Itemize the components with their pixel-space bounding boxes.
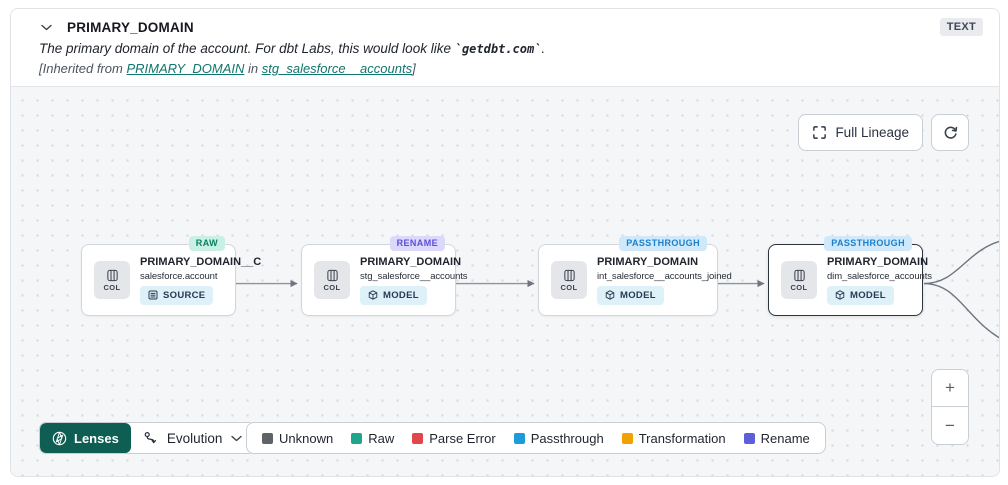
- resource-type-badge: MODEL: [827, 285, 894, 305]
- zoom-in-button[interactable]: +: [932, 370, 968, 407]
- legend-item-unknown: Unknown: [262, 431, 333, 446]
- legend-label: Parse Error: [429, 430, 496, 446]
- column-lineage-panel: PRIMARY_DOMAIN TEXT The primary domain o…: [10, 8, 1000, 477]
- node-model-name: salesforce.account: [140, 270, 218, 282]
- column-description: The primary domain of the account. For d…: [39, 41, 983, 56]
- data-type-badge: TEXT: [939, 18, 983, 36]
- lens-selector-dropdown[interactable]: Evolution: [130, 423, 255, 453]
- lineage-canvas[interactable]: RAW COL PRIMARY_DOMAIN__C salesforce.acc…: [11, 87, 999, 476]
- legend-label: Transformation: [638, 430, 726, 446]
- zoom-out-button[interactable]: −: [932, 407, 968, 444]
- lineage-node-dim-salesforce-accounts[interactable]: PASSTHROUGH COL PRIMARY_DOMAIN dim_sales…: [768, 236, 932, 316]
- lineage-node-int-salesforce-accounts-joined[interactable]: PASSTHROUGH COL PRIMARY_DOMAIN int_sales…: [538, 236, 732, 316]
- full-lineage-button[interactable]: Full Lineage: [798, 114, 923, 151]
- col-label: COL: [560, 282, 578, 292]
- lens-result-badge: RAW: [188, 236, 225, 251]
- legend-item-passthrough: Passthrough: [513, 430, 604, 446]
- node-model-name: stg_salesforce__accounts: [360, 270, 468, 282]
- inherited-mid: in: [244, 61, 262, 76]
- column-icon: COL: [551, 261, 587, 299]
- collapse-chevron-icon[interactable]: [39, 22, 54, 33]
- inherited-column-link[interactable]: PRIMARY_DOMAIN: [126, 61, 245, 76]
- legend-label: Passthrough: [530, 430, 604, 446]
- col-label: COL: [103, 282, 121, 292]
- resource-type-label: MODEL: [850, 289, 886, 301]
- node-column-name: PRIMARY_DOMAIN: [827, 255, 929, 268]
- legend-swatch: [743, 432, 755, 444]
- evolution-lens-icon: [144, 431, 156, 443]
- legend-swatch: [412, 432, 424, 444]
- lens-result-badge: PASSTHROUGH: [824, 236, 912, 251]
- legend-swatch: [513, 432, 525, 444]
- lens-aperture-icon: [52, 431, 67, 445]
- description-code: `getdbt.com`: [454, 42, 542, 56]
- lenses-button[interactable]: Lenses: [40, 423, 131, 453]
- legend-swatch: [351, 432, 363, 444]
- resource-type-badge: MODEL: [360, 285, 427, 305]
- resource-type-badge: SOURCE: [140, 285, 214, 305]
- lens-result-badge: RENAME: [389, 236, 445, 251]
- legend-label: Raw: [368, 430, 395, 446]
- refresh-button[interactable]: [931, 114, 969, 151]
- column-icon: COL: [94, 261, 130, 299]
- model-cube-icon: [605, 290, 615, 300]
- refresh-icon: [944, 126, 957, 139]
- legend-swatch: [621, 432, 633, 444]
- node-model-name: int_salesforce__accounts_joined: [597, 270, 732, 282]
- selected-lens-label: Evolution: [166, 430, 223, 446]
- resource-type-badge: MODEL: [597, 285, 664, 305]
- zoom-controls: + −: [931, 369, 969, 445]
- lineage-node-stg-salesforce-accounts[interactable]: RENAME COL PRIMARY_DOMAIN stg_salesforce…: [301, 236, 468, 316]
- inherited-model-link[interactable]: stg_salesforce__accounts: [261, 61, 413, 76]
- column-icon: COL: [781, 261, 817, 299]
- legend-label: Unknown: [279, 430, 334, 446]
- resource-type-label: SOURCE: [163, 289, 206, 301]
- inherited-from-line: [Inherited from PRIMARY_DOMAIN in stg_sa…: [39, 61, 983, 76]
- column-header: PRIMARY_DOMAIN TEXT The primary domain o…: [11, 9, 999, 87]
- source-icon: [148, 290, 158, 300]
- legend-item-transformation: Transformation: [621, 430, 726, 446]
- model-cube-icon: [368, 290, 378, 300]
- node-column-name: PRIMARY_DOMAIN: [360, 255, 462, 268]
- col-label: COL: [790, 282, 808, 292]
- legend-item-raw: Raw: [351, 431, 394, 446]
- legend-label: Rename: [760, 430, 810, 446]
- resource-type-label: MODEL: [620, 289, 656, 301]
- lenses-label: Lenses: [74, 430, 119, 446]
- legend-swatch: [262, 432, 273, 444]
- model-cube-icon: [835, 290, 845, 300]
- inherited-prefix: [Inherited from: [39, 61, 127, 76]
- legend-item-parse-error: Parse Error: [412, 430, 496, 446]
- column-name: PRIMARY_DOMAIN: [67, 19, 194, 35]
- lens-result-badge: PASSTHROUGH: [619, 236, 707, 251]
- lens-legend: Unknown Raw Parse Error Passthrough Tran…: [246, 422, 826, 454]
- description-period: .: [541, 41, 546, 56]
- node-model-name: dim_salesforce_accounts: [827, 270, 932, 282]
- expand-icon: [813, 126, 827, 139]
- col-label: COL: [323, 282, 341, 292]
- chevron-down-icon: [231, 435, 243, 441]
- resource-type-label: MODEL: [383, 289, 419, 301]
- node-column-name: PRIMARY_DOMAIN: [597, 255, 699, 268]
- lenses-control: Lenses Evolution: [39, 422, 256, 454]
- full-lineage-label: Full Lineage: [835, 125, 909, 140]
- lineage-node-salesforce-account[interactable]: RAW COL PRIMARY_DOMAIN__C salesforce.acc…: [81, 236, 262, 316]
- description-text: The primary domain of the account. For d…: [39, 41, 455, 56]
- legend-item-rename: Rename: [743, 430, 810, 446]
- inherited-suffix: ]: [412, 61, 416, 76]
- node-column-name: PRIMARY_DOMAIN__C: [140, 255, 262, 268]
- column-icon: COL: [314, 261, 350, 299]
